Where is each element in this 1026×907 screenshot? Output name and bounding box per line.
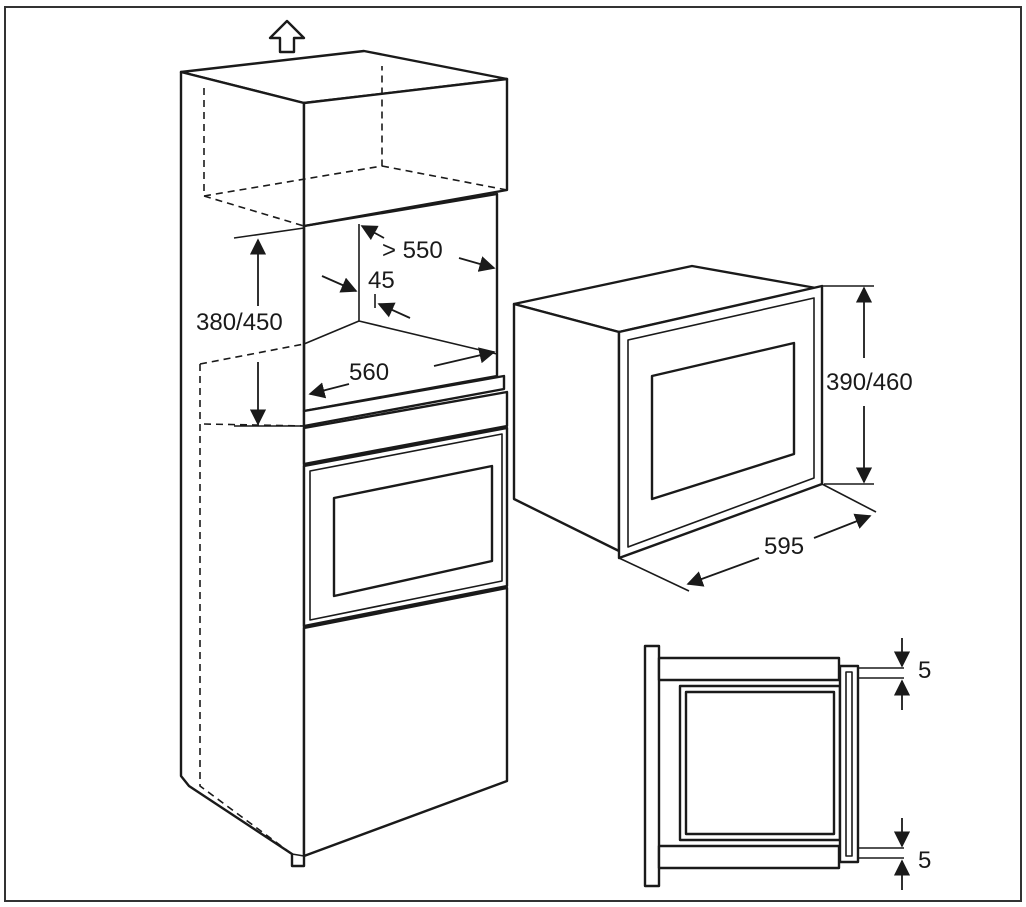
niche-floor-left xyxy=(303,320,360,345)
section-front-panel xyxy=(643,644,661,888)
label-appliance-height: 390/460 xyxy=(826,369,913,396)
appliance-side xyxy=(512,302,621,553)
diagram-border xyxy=(4,6,1022,902)
section-door-edge xyxy=(845,671,853,857)
tall-cabinet xyxy=(179,49,509,868)
oven-front xyxy=(302,426,509,628)
appliance-window xyxy=(650,341,796,501)
installation-diagram: 380/450 > 550 45 560 390/460 595 5 5 xyxy=(4,6,1022,902)
label-niche-depth: > 550 xyxy=(382,237,443,264)
lower-door xyxy=(302,586,509,858)
oven-window xyxy=(332,464,494,598)
plinth-edge xyxy=(291,853,305,857)
appliance-front xyxy=(617,284,824,560)
label-bottom-gap: 5 xyxy=(918,847,931,874)
label-rear-gap: 45 xyxy=(368,267,395,294)
section-appliance-body xyxy=(678,684,842,842)
appliance-frame xyxy=(627,297,815,548)
hidden-edge-right xyxy=(381,165,508,191)
dimension-lines xyxy=(233,225,911,890)
section-top-shelf xyxy=(657,656,841,682)
hidden-side-bottom xyxy=(199,364,293,855)
section-appliance-front xyxy=(838,664,860,864)
label-niche-width: 560 xyxy=(349,359,389,386)
cabinet-side-panel xyxy=(179,70,306,868)
oven-frame xyxy=(309,433,503,621)
section-detail xyxy=(643,644,904,888)
cabinet-upper-front xyxy=(302,77,509,228)
label-appliance-width: 595 xyxy=(764,533,804,560)
hidden-floor-front xyxy=(199,343,305,365)
section-appliance-inner xyxy=(684,690,836,836)
microwave-appliance xyxy=(512,264,824,560)
upward-arrow-icon xyxy=(268,19,306,54)
label-top-gap: 5 xyxy=(918,657,931,684)
label-niche-height: 380/450 xyxy=(196,309,283,336)
diagram-frame: 380/450 > 550 45 560 390/460 595 5 5 xyxy=(4,6,1022,902)
niche-opening xyxy=(302,192,499,413)
niche-shelf xyxy=(302,374,506,428)
drawer-panel xyxy=(302,390,509,466)
section-bottom-shelf xyxy=(657,844,841,870)
